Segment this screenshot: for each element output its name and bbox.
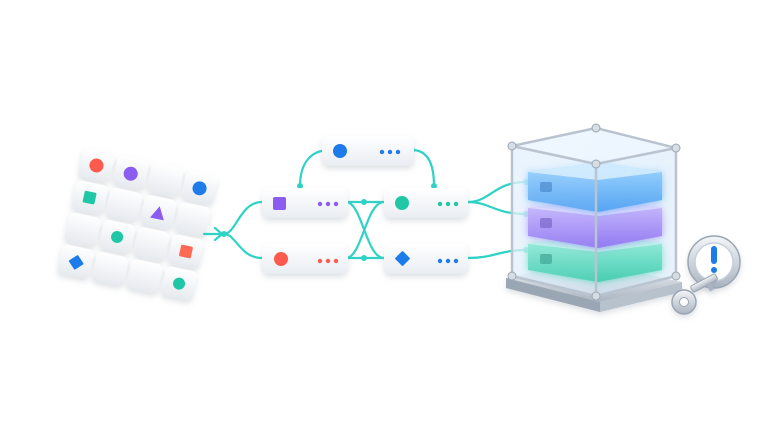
pipeline-card-1 [322,136,414,166]
key-icon [671,273,718,315]
shape-tile-grid [58,148,218,301]
pipeline-card-2 [262,188,348,218]
dots-icon [317,201,339,207]
pipeline-card-5 [384,244,468,274]
blue-circle-icon [333,144,347,158]
dots-icon [437,201,459,207]
red-circle-icon [89,158,104,173]
pipeline-card-3 [262,244,348,274]
storage-cube [506,123,682,312]
blue-circle-icon [192,181,207,196]
pipeline-cards [262,136,468,274]
teal-square-icon [82,190,97,205]
purple-circle-icon [123,166,138,181]
purple-square-icon [273,197,286,210]
purple-triangle-icon [150,206,164,221]
dots-icon [379,149,401,155]
cube-corner-bolts [507,123,681,301]
teal-circle-icon [395,196,409,210]
teal-circle-icon [111,230,124,243]
blue-diamond-icon [395,251,410,266]
padlock-icon [687,235,741,289]
dots-icon [437,258,459,264]
coral-circle-icon [274,252,288,266]
teal-circle-icon [173,277,186,290]
coral-square-icon [179,244,193,259]
dots-icon [317,258,339,264]
pipeline-card-4 [384,188,468,218]
blue-diamond-icon [68,255,84,270]
